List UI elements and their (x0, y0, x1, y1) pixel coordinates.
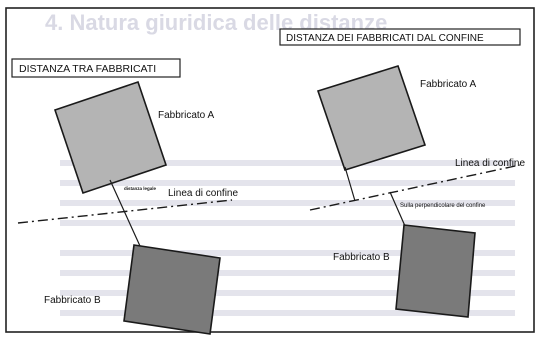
left-boundary-label: Linea di confine (168, 188, 238, 199)
left-panel: DISTANZA TRA FABBRICATI Fabbricato A Fab… (11, 58, 238, 335)
background-bleed: 4. Natura giuridica delle distanze (45, 10, 515, 316)
left-boundary-line (17, 199, 233, 224)
right-building-b (395, 224, 476, 318)
bleed-lines (60, 160, 515, 316)
right-boundary-line (309, 164, 521, 211)
left-heading-box (11, 58, 181, 78)
left-distance-line (109, 179, 141, 247)
right-panel: DISTANZA DEI FABBRICATI DAL CONFINE Fabb… (279, 28, 525, 318)
left-building-a (53, 80, 168, 195)
right-heading-box (279, 28, 521, 46)
left-building-a-label: Fabbricato A (158, 110, 214, 121)
left-heading: DISTANZA TRA FABBRICATI (19, 63, 156, 75)
left-building-b (123, 244, 221, 335)
right-building-b-label: Fabbricato B (333, 252, 390, 263)
right-boundary-label: Linea di confine (455, 158, 525, 169)
right-building-a-label: Fabbricato A (420, 79, 476, 90)
right-heading: DISTANZA DEI FABBRICATI DAL CONFINE (286, 33, 484, 44)
left-distance-label: distanza legale (124, 186, 157, 191)
right-perpendicular-label: Sulla perpendicolare del confine (400, 203, 486, 209)
left-building-b-label: Fabbricato B (44, 295, 101, 306)
right-building-a (316, 65, 427, 171)
right-perpendicular-b (389, 191, 406, 227)
diagram-frame (5, 7, 535, 333)
right-perpendicular-a (344, 166, 356, 202)
